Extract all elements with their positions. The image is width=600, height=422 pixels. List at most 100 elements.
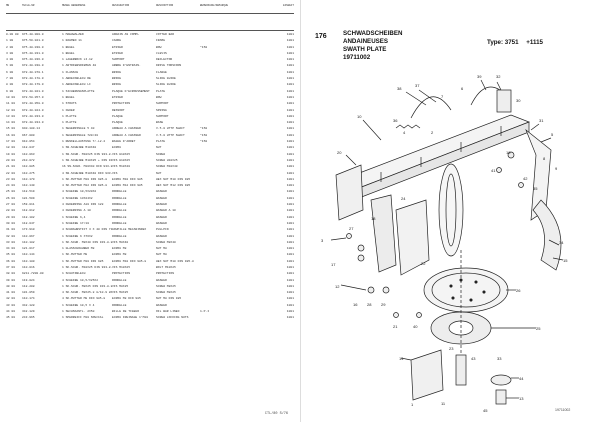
callout-label: 43 [471,356,476,361]
row-unit: 1001 [286,265,294,269]
right-guard [532,199,562,271]
callout-label: 10 [357,114,362,119]
row-part-number: 978.48.034.0 [22,121,44,125]
table-top-rule [6,30,294,31]
callout-label: 4 [403,130,406,135]
row-part-number: 9211.7200.00 [22,272,44,276]
row-designation-french: RONDELLE [112,209,127,213]
callout-label: 6 [461,86,464,91]
callout-label: 39 [477,74,482,79]
row-designation-french: RONDELLE [112,203,127,207]
row-part-number: 110.067 [22,234,35,238]
row-unit: 1001 [286,64,294,68]
row-name-german: 1 STRUTS [62,102,77,106]
row-designation-french: PLAQUE [112,114,123,118]
row-description-english: SCREW M8X40 [156,240,176,244]
row-part-number: 978.48.038.0 [22,64,44,68]
callout-label: 32 [496,74,501,79]
row-designation-french: ECROU M10 DIN 985-8 [112,259,147,263]
row-designation-french: ANNEAU A CHASSER [112,127,141,131]
row-unit: 1001 [286,102,294,106]
row-description-english: PROTECTION [156,272,175,276]
row-unit: 1001 [286,240,294,244]
protection-plate [395,199,430,276]
type-suffix: +1115 [526,39,543,46]
row-designation-french: SUPPORT [112,58,125,62]
header-mb: MB [6,4,10,7]
row-part-number: 342.128 [22,303,35,307]
row-part-number: 110.182 [22,240,35,244]
row-designation-french: BRIDE [112,70,122,74]
row-unit: 1001 [286,70,294,74]
row-name-german: 16 SN-SCHR. M10X40 DIN 933-8.8 [62,165,112,169]
row-position: 19 00 [6,152,16,156]
callout-label: 45 [483,408,488,413]
row-part-number: 110.016 [22,265,35,269]
row-designation-french: RONDELLE [112,278,127,282]
row-name-german: 4 FEDERRING A 10 [62,209,91,213]
row-position: 26 00 [6,196,16,200]
row-position: 24 00 [6,184,16,188]
row-part-number: 118.519 [22,190,35,194]
row-position: 8 00 [6,83,14,87]
row-name-german: 1 SN-SCHR. M10X25 DIN 933-8.8 [62,152,112,156]
row-position: 28 00 [6,209,16,213]
row-position: 38 00 [6,272,16,276]
callout-label: 26 [516,288,521,293]
row-description-english: NUT [156,171,162,175]
row-designation-french: BRIDE [112,83,122,87]
row-description-english: SCREW M8X25 [156,284,176,288]
swath-disc-edge [438,163,464,257]
page-number: 176 [315,33,327,40]
row-description-english: BOLT M10X25 [156,265,176,269]
header-remark: BEMERKUNG/REMARQUE [200,4,229,7]
row-name-german: 1 SK-MUTTER M8 [62,253,88,257]
row-unit: 1001 [286,133,294,137]
row-description-english: NUT M8 [156,253,167,257]
callout-label: 16 [353,302,358,307]
row-position: 18 00 [6,146,16,150]
top-bow [410,96,452,119]
exploded-diagram: 38 37 39 32 31 5 10 20 36 7 6 30 4 2 3 1… [321,74,568,413]
row-description-english: PLATE [156,89,166,93]
row-remark: *150 [200,133,208,137]
row-unit: 1001 [286,83,294,87]
row-name-german: 1 SICHERUNGSPLATTE [62,89,95,93]
drive-shaft [455,354,467,386]
row-part-number: 118.047 [22,221,35,225]
row-unit: 1001 [286,196,294,200]
row-part-number: 975.50.021.0 [22,39,44,43]
row-part-number: 910.054 [22,140,35,144]
callout-label: 35 [533,186,538,191]
row-part-number: 975.48.000.0 [22,33,44,36]
row-description-english: DRIVE TORSIONS [156,64,182,68]
row-position: 21 00 [6,165,16,169]
row-description-english: SCREW LOCKING NUTS [156,316,189,320]
row-designation-french: ETRIER [112,51,123,55]
row-designation-french: VIS M10X25 [112,265,131,269]
row-description-english: V.5.0 HTTP SHAFT [156,133,185,137]
row-position: 37 00 [6,265,16,269]
row-name-german: 1 PLATTE [62,114,77,118]
lock-nut [495,389,507,405]
row-position: 40 00 [6,284,16,288]
row-name-german: 1 SN-SCHEIBE M10X40 [62,146,97,150]
row-position: 22 00 [6,171,16,175]
row-name-german: 1 SK-MUTTER M10 DIN 985-8 [62,177,108,181]
diagram-page: 176 SCHWADSCHEIBEN ANDAINEUSES SWATH PLA… [300,0,600,422]
row-designation-french: GOUPILLE MECANINDEX [112,228,147,232]
title-french: ANDAINEUSES [343,38,389,45]
row-description-english: SUPPORT [156,102,169,106]
row-part-number: 110.085 [22,165,35,169]
callout-label: 31 [539,118,544,123]
title-date-code: 19711002 [343,54,371,61]
row-designation-french: ECROU M8 DIN 985 [112,297,141,301]
row-unit: 1001 [286,316,294,320]
